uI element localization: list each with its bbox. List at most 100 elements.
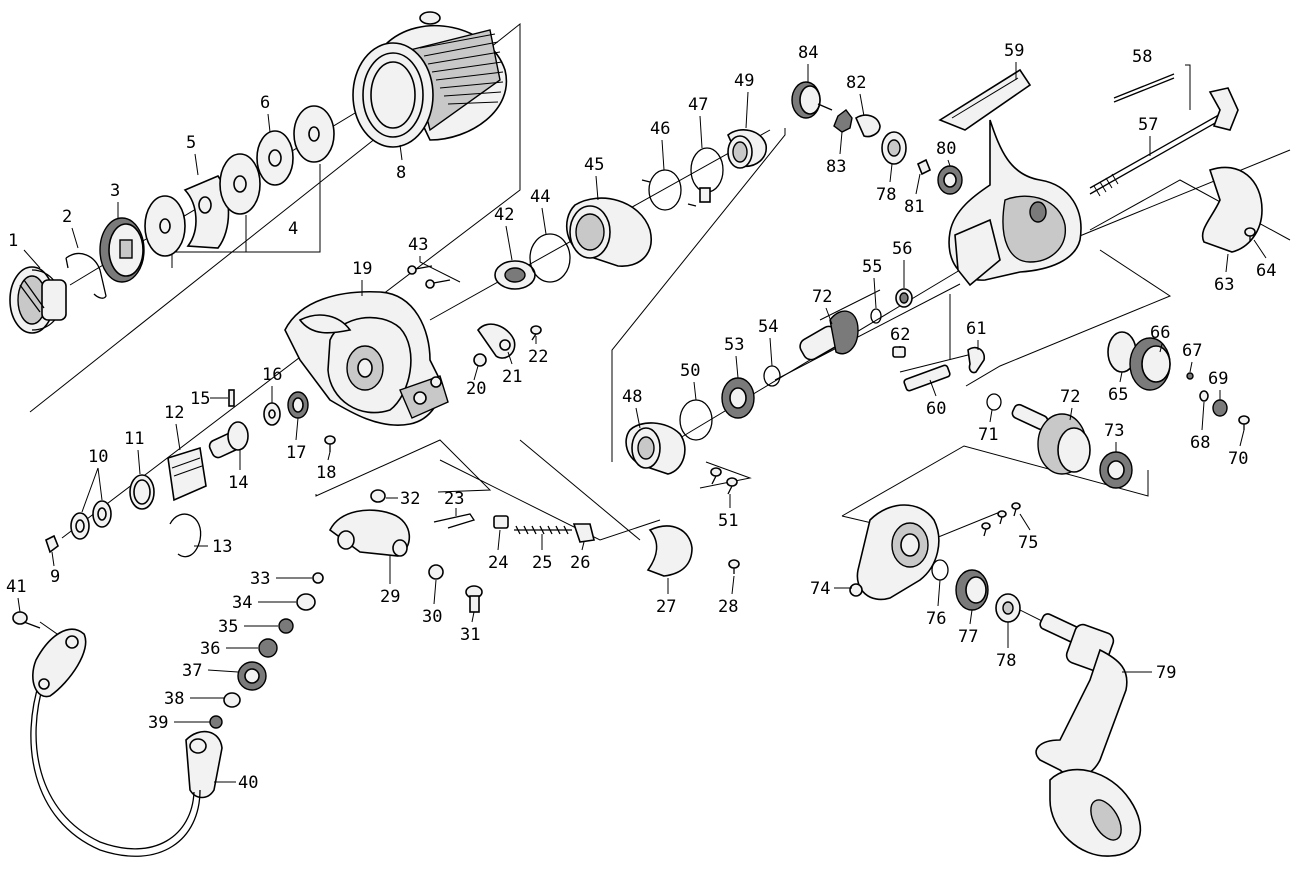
part-label-50: 50 [680,361,700,381]
part-label-83: 83 [826,157,846,177]
part-label-71: 71 [978,425,998,445]
line-roller-arm [473,323,542,367]
upper-knob-parts [791,81,963,195]
part-label-10: 10 [88,447,108,467]
part-label-24: 24 [488,553,508,573]
one-way-clutch-parts [641,129,767,211]
part-label-57: 57 [1138,115,1158,135]
part-label-30: 30 [422,607,442,627]
screws-51 [710,467,738,495]
part-label-68: 68 [1190,433,1210,453]
part-label-33: 33 [250,569,270,589]
oscillation-parts [892,346,986,392]
spool [352,11,508,148]
part-label-23: 23 [444,489,464,509]
part-label-28: 28 [718,597,738,617]
part-label-31: 31 [460,625,480,645]
part-label-79: 79 [1156,663,1176,683]
drag-knob [9,266,67,334]
bail-trip-parts [433,513,740,577]
part-label-41: 41 [6,577,26,597]
pinion-collar [529,197,652,283]
part-label-81: 81 [904,197,924,217]
part-label-69: 69 [1208,369,1228,389]
part-label-14: 14 [228,473,248,493]
part-label-60: 60 [926,399,946,419]
part-label-38: 38 [164,689,184,709]
part-labels: 1 2 3 4 5 6 8 9 10 11 12 13 14 15 16 17 … [6,41,1276,793]
part-label-76: 76 [926,609,946,629]
part-label-22: 22 [528,347,548,367]
part-label-32: 32 [400,489,420,509]
part-label-26: 26 [570,553,590,573]
roller-nut [263,391,309,426]
part-label-43: 43 [408,235,428,255]
roller-assembly [167,389,249,558]
part-label-2: 2 [62,207,72,227]
part-label-4: 4 [288,219,298,239]
part-label-18: 18 [316,463,336,483]
drag-washers [144,105,335,257]
screw [324,435,336,452]
part-label-9: 9 [50,567,60,587]
pinion-gear [799,310,859,361]
part-label-27: 27 [656,597,676,617]
part-label-35: 35 [218,617,238,637]
part-label-70: 70 [1228,449,1248,469]
part-label-42: 42 [494,205,514,225]
part-label-40: 40 [238,773,258,793]
part-label-56: 56 [892,239,912,259]
part-label-75: 75 [1018,533,1038,553]
part-label-16: 16 [262,365,282,385]
part-label-78a: 78 [876,185,896,205]
part-label-58: 58 [1132,47,1152,67]
part-label-72a: 72 [812,287,832,307]
part-label-17: 17 [286,443,306,463]
part-label-72b: 72 [1060,387,1080,407]
part-label-77: 77 [958,627,978,647]
part-label-45: 45 [584,155,604,175]
bail-arm-stack [209,489,483,729]
part-label-15: 15 [190,389,210,409]
part-label-51: 51 [718,511,738,531]
part-label-48: 48 [622,387,642,407]
part-label-6: 6 [260,93,270,113]
part-label-25: 25 [532,553,552,573]
part-label-39: 39 [148,713,168,733]
part-label-49: 49 [734,71,754,91]
click-gear [99,217,145,283]
part-label-20: 20 [466,379,486,399]
main-shaft-and-pin [1089,73,1239,197]
part-label-44: 44 [530,187,550,207]
part-label-29: 29 [380,587,400,607]
part-label-62: 62 [890,325,910,345]
part-label-34: 34 [232,593,252,613]
side-cover [849,502,1021,601]
shims [45,474,155,554]
part-label-64: 64 [1256,261,1276,281]
rotor [284,290,449,426]
pinion-washers [870,288,913,324]
rear-cover [1201,166,1263,253]
part-label-36: 36 [200,639,220,659]
part-label-63: 63 [1214,275,1234,295]
part-label-55: 55 [862,257,882,277]
part-label-13: 13 [212,537,232,557]
part-label-21: 21 [502,367,522,387]
part-label-59: 59 [1004,41,1024,61]
part-label-61: 61 [966,319,986,339]
part-label-54: 54 [758,317,778,337]
part-label-84: 84 [798,43,818,63]
part-label-11: 11 [124,429,144,449]
part-label-3: 3 [110,181,120,201]
part-label-47: 47 [688,95,708,115]
handle [1035,613,1142,857]
bail-wire [12,611,223,857]
spring-clip [65,253,107,299]
part-label-74: 74 [810,579,830,599]
reel-body [938,68,1082,287]
part-label-82: 82 [846,73,866,93]
part-label-53: 53 [724,335,744,355]
part-label-37: 37 [182,661,202,681]
